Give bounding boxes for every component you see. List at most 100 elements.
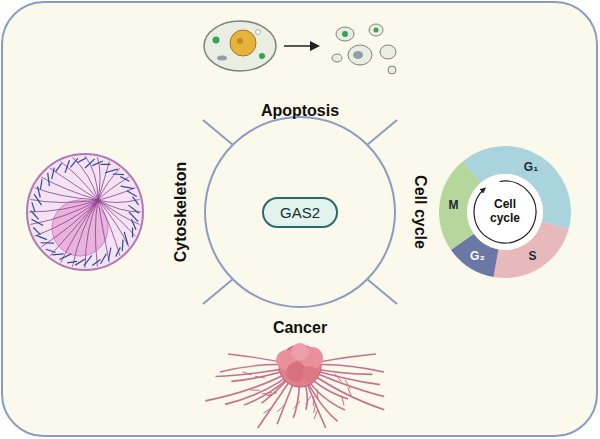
arrow [284,45,318,47]
actin-filament [46,249,56,252]
phase-label: G₂ [470,249,485,263]
microtubule [61,162,98,200]
actin-filament [105,169,118,173]
organelle [217,56,227,61]
actin-filament [75,259,85,265]
actin-filament [33,228,40,235]
fragment [388,66,396,74]
actin-filament [40,179,42,189]
tumor-tentacles [205,354,384,428]
fragment-dot [374,28,379,33]
fragment [348,45,372,65]
fragment [380,45,396,59]
actin-filament [120,177,129,182]
fragment-dot [353,51,363,59]
actin-filament [52,254,63,255]
microtubule [85,156,98,200]
fragment [369,24,383,36]
apoptosis-illustration [204,21,396,74]
actin-filament [84,255,92,266]
tumor-illustration [205,343,384,428]
cycle-arrow [474,181,536,243]
fragment [336,27,354,41]
actin-filament [128,205,139,213]
spoke [203,120,233,145]
actin-filament [48,173,50,186]
microtubule [73,157,98,200]
actin-filament [32,202,35,212]
microtubule [98,200,129,247]
microtubule [98,168,120,200]
microtubule [98,188,135,200]
actin-filament [116,247,121,256]
tumor-lobe [291,343,309,361]
actin-filament [31,219,43,225]
cytoskeleton-illustration [27,154,143,270]
tentacle-branch [263,408,271,414]
tentacle-branch [277,405,284,412]
actin-filament [132,227,133,237]
central-circle [205,117,395,307]
actin-filament [122,240,124,251]
section-heading: Cancer [273,319,327,337]
phase-label: S [529,249,537,263]
nucleus [230,30,256,56]
actin-filament [100,164,110,165]
microtubule [41,177,98,200]
center-label: Cell cycle [479,198,531,226]
tentacle-branch [306,396,311,405]
microtubule [85,200,98,268]
tumor-lobe [302,366,318,382]
cell-membrane [27,154,143,270]
cycle-center: Cell cycle [479,198,531,226]
actin-filament [92,260,100,266]
microtubule [98,200,140,203]
vesicle [256,30,261,35]
cell-cycle-ring [439,146,571,278]
actin-filament [113,173,124,175]
nucleolus [237,38,243,44]
tentacle-branch [262,392,272,393]
actin-filament [133,197,139,205]
actin-filament [67,261,77,263]
tentacle-branch [255,376,265,378]
organelle [213,37,220,44]
actin-filament [101,254,107,264]
actin-filament [77,158,86,163]
tentacle [300,366,326,428]
tentacle [300,366,384,410]
actin-filament [129,212,138,222]
actin-filament [56,163,62,171]
section-heading: Apoptosis [261,102,339,120]
tentacle-branch [294,401,300,409]
phase-label: G₁ [524,160,538,174]
microtubule [50,200,98,256]
actin-filament [108,248,110,261]
section-heading: Cytoskeleton [172,162,190,262]
filament-network [29,156,141,268]
fragment [332,54,342,62]
tentacle [300,366,345,410]
actin-filament [36,235,47,239]
microtubule [30,200,98,203]
actin-filament [65,160,69,173]
section-heading: Cell cycle [411,175,429,249]
inner-circle [467,174,543,250]
actin-filament [52,168,55,179]
cell-cycle-wheel: G₁ S G₂ M Cell cycle [440,147,570,277]
actin-filament [70,158,77,167]
tentacle-branch [250,389,260,390]
actin-filament [85,159,95,168]
tentacle-branch [242,372,251,375]
gene-name: GAS2 [280,204,320,221]
spoke [367,120,397,145]
actin-filament [124,232,128,245]
actin-filament [41,242,54,244]
fragment-dot [342,31,348,37]
cell [204,21,276,71]
microtubule [98,200,120,256]
microtubule [98,177,129,200]
phase-label: M [449,198,459,212]
